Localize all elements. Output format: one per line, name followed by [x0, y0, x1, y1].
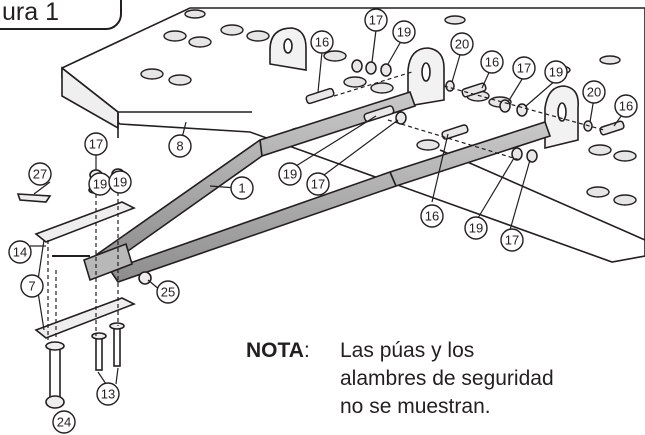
figure-label: ura 1	[0, 0, 122, 30]
callout-16: 16	[310, 30, 334, 54]
callout-number: 17	[505, 233, 519, 248]
callout-number: 24	[57, 415, 71, 430]
callout-leaders	[30, 29, 625, 385]
callout-16: 16	[420, 204, 444, 228]
callout-number: 16	[485, 55, 499, 70]
callout-circle	[614, 94, 638, 118]
callout-17: 17	[364, 8, 388, 32]
callout-17: 17	[512, 56, 536, 80]
callout-circle	[544, 60, 568, 84]
callout-circle	[278, 162, 302, 186]
callout-circle	[500, 228, 524, 252]
callout-20: 20	[450, 32, 474, 56]
callout-24: 24	[52, 410, 76, 434]
callout-number: 17	[369, 13, 383, 28]
callout-number: 19	[549, 65, 563, 80]
note-line-3: no se muestran.	[340, 395, 491, 418]
harrow-frame	[61, 7, 645, 263]
callout-number: 27	[33, 167, 47, 182]
callout-circle	[582, 80, 606, 104]
callout-number: 20	[587, 85, 601, 100]
callout-19: 19	[544, 60, 568, 84]
callout-17: 17	[306, 172, 330, 196]
callout-number: 17	[89, 137, 103, 152]
callout-circle	[8, 240, 32, 264]
callout-circle	[84, 132, 108, 156]
callout-19: 19	[88, 172, 112, 196]
callout-number: 16	[425, 209, 439, 224]
figure-label-text: ura 1	[2, 0, 59, 26]
callout-13: 13	[96, 382, 120, 406]
hitch-brackets	[269, 27, 580, 150]
note-heading-line: NOTA:	[246, 338, 310, 364]
callout-circle	[392, 20, 416, 44]
callout-19: 19	[108, 170, 132, 194]
callout-19: 19	[278, 162, 302, 186]
callout-number: 19	[93, 177, 107, 192]
callout-19: 19	[464, 216, 488, 240]
callout-25: 25	[156, 280, 180, 304]
callout-circle	[108, 170, 132, 194]
callout-number: 19	[397, 25, 411, 40]
callout-number: 16	[315, 35, 329, 50]
callout-number: 1	[238, 181, 245, 196]
callout-number: 17	[311, 177, 325, 192]
callout-number: 14	[13, 245, 27, 260]
callout-16: 16	[480, 50, 504, 74]
callout-27: 27	[28, 162, 52, 186]
callout-number: 19	[469, 221, 483, 236]
note-heading: NOTA	[246, 339, 304, 362]
note-colon: :	[303, 339, 310, 362]
callout-number: 19	[283, 167, 297, 182]
callout-number: 17	[517, 61, 531, 76]
callout-17: 17	[500, 228, 524, 252]
callout-number: 13	[101, 387, 115, 402]
callout-number: 19	[113, 175, 127, 190]
note-line-1: Las púas y los	[340, 339, 475, 362]
callout-number: 7	[28, 279, 35, 294]
assembly-lines	[47, 71, 605, 340]
callout-19: 19	[392, 20, 416, 44]
callout-1: 1	[230, 176, 254, 200]
callout-circle	[306, 172, 330, 196]
callout-circle	[156, 280, 180, 304]
callout-circle	[420, 204, 444, 228]
callout-circle	[364, 8, 388, 32]
callout-17: 17	[84, 132, 108, 156]
callout-circle	[464, 216, 488, 240]
callout-circle	[28, 162, 52, 186]
callout-circle	[52, 410, 76, 434]
callout-number: 8	[176, 139, 183, 154]
callout-circle	[310, 30, 334, 54]
callout-circle	[512, 56, 536, 80]
callout-number: 25	[161, 285, 175, 300]
hardware-right	[305, 59, 625, 163]
callout-circle	[230, 176, 254, 200]
callout-circle	[480, 50, 504, 74]
callout-circle	[450, 32, 474, 56]
callout-number: 20	[455, 37, 469, 52]
callout-circle	[96, 382, 120, 406]
callout-7: 7	[20, 274, 44, 298]
callout-20: 20	[582, 80, 606, 104]
callout-number: 16	[619, 99, 633, 114]
callout-circle	[168, 134, 192, 158]
callout-8: 8	[168, 134, 192, 158]
note-line-2: alambres de seguridad	[340, 367, 554, 390]
callout-16: 16	[614, 94, 638, 118]
callout-14: 14	[8, 240, 32, 264]
callout-circle	[20, 274, 44, 298]
